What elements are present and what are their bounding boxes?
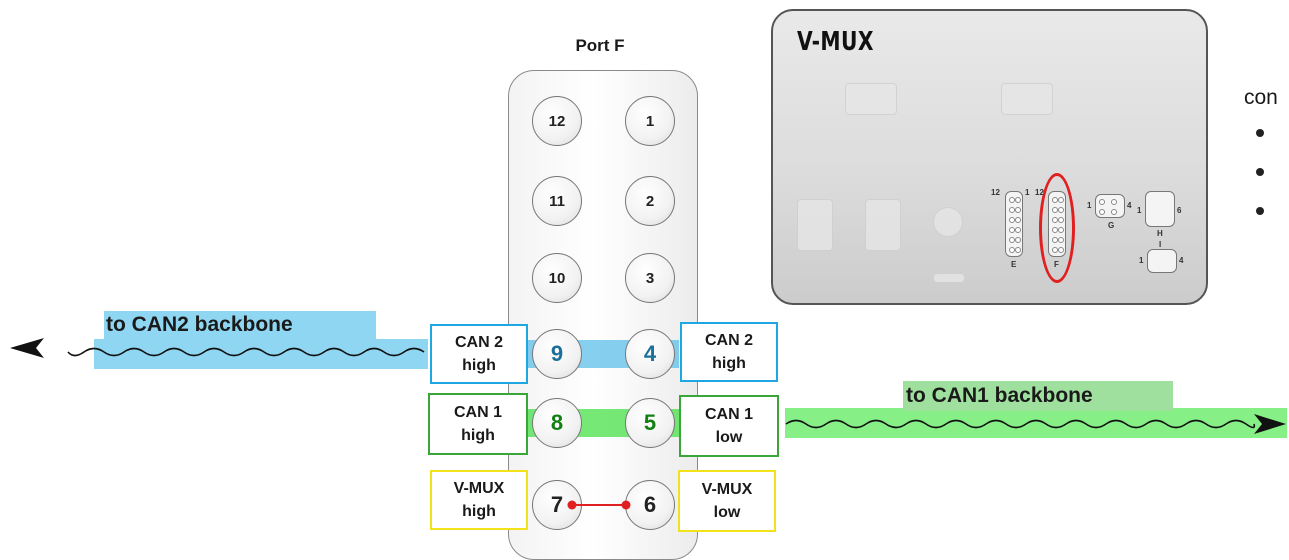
can1-arrowhead bbox=[1254, 414, 1286, 434]
pin-10: 10 bbox=[532, 253, 582, 303]
port-e-label: E bbox=[1011, 260, 1017, 269]
module-pin-dot bbox=[1111, 209, 1117, 215]
faded-connector bbox=[1001, 83, 1053, 115]
pin-12: 12 bbox=[532, 96, 582, 146]
faded-connector bbox=[845, 83, 897, 115]
module-pin-dot bbox=[1015, 197, 1021, 203]
port-g-label: G bbox=[1108, 221, 1115, 230]
pin-11: 11 bbox=[532, 176, 582, 226]
signal-level: high bbox=[712, 355, 746, 372]
port-i-pin1-label: 1 bbox=[1139, 256, 1144, 265]
signal-level: low bbox=[713, 504, 741, 521]
module-pin-dot bbox=[1009, 217, 1015, 223]
module-pin-dot bbox=[1009, 247, 1015, 253]
module-pin-dot bbox=[1058, 227, 1064, 233]
module-pin-dot bbox=[1058, 247, 1064, 253]
module-pin-dot bbox=[1099, 209, 1105, 215]
vmux-title: V-MUX bbox=[797, 27, 874, 57]
port-e-pin12-label: 12 bbox=[991, 188, 1000, 197]
can1-wire bbox=[785, 419, 1256, 429]
module-pin-dot bbox=[1058, 237, 1064, 243]
signal-level: high bbox=[461, 427, 495, 444]
module-pin-dot bbox=[1052, 227, 1058, 233]
can1-label-highlight bbox=[903, 381, 1173, 411]
faded-connector bbox=[797, 199, 833, 251]
jumper-dot-6 bbox=[621, 500, 631, 510]
signal-name: CAN 2 bbox=[454, 333, 503, 351]
jumper-dot-7 bbox=[567, 500, 577, 510]
faded-connector bbox=[865, 199, 901, 251]
signal-level: high bbox=[462, 503, 496, 520]
module-pin-dot bbox=[1015, 217, 1021, 223]
module-pin-dot bbox=[1009, 237, 1015, 243]
wiring-overlay bbox=[10, 338, 1286, 510]
can1-backbone-label: to CAN1 backbone bbox=[906, 384, 1093, 407]
signal-name: V-MUX bbox=[453, 479, 505, 497]
faded-strip bbox=[933, 273, 965, 283]
vmux-module-image: V-MUX 12 1 E 12 F 1 4 G 1 6 H I 1 4 bbox=[771, 9, 1208, 305]
module-pin-dot bbox=[1015, 207, 1021, 213]
port-e-pin1-label: 1 bbox=[1025, 188, 1030, 197]
module-port-i bbox=[1147, 249, 1177, 273]
signal-box-pin8: CAN 1 high bbox=[428, 393, 528, 455]
pin-2: 2 bbox=[625, 176, 675, 226]
port-g-pin4-label: 4 bbox=[1127, 201, 1132, 210]
pin-6: 6 bbox=[625, 480, 675, 530]
module-pin-dot bbox=[1052, 207, 1058, 213]
module-pin-dot bbox=[1009, 197, 1015, 203]
port-g-pin1-label: 1 bbox=[1087, 201, 1092, 210]
module-pin-dot bbox=[1009, 207, 1015, 213]
port-title: Port F bbox=[575, 36, 625, 55]
module-pin-dot bbox=[1052, 237, 1058, 243]
pin-5: 5 bbox=[625, 398, 675, 448]
module-pin-dot bbox=[1009, 227, 1015, 233]
port-h-label: H bbox=[1157, 229, 1163, 238]
port-i-pin4-label: 4 bbox=[1179, 256, 1184, 265]
module-pin-dot bbox=[1052, 197, 1058, 203]
port-i-label: I bbox=[1159, 240, 1162, 249]
pin-8: 8 bbox=[532, 398, 582, 448]
module-pin-dot bbox=[1052, 217, 1058, 223]
bullet-point bbox=[1256, 207, 1264, 215]
module-pin-dot bbox=[1052, 247, 1058, 253]
signal-level: high bbox=[462, 357, 496, 374]
signal-name: CAN 1 bbox=[704, 405, 753, 423]
module-pin-dot bbox=[1058, 207, 1064, 213]
faded-usb-port bbox=[933, 207, 963, 237]
port-f-connector bbox=[508, 70, 698, 560]
pin-1: 1 bbox=[625, 96, 675, 146]
port-h-pin1-label: 1 bbox=[1137, 206, 1142, 215]
pin-9: 9 bbox=[532, 329, 582, 379]
can2-backbone-label: to CAN2 backbone bbox=[106, 313, 293, 336]
module-pin-dot bbox=[1015, 247, 1021, 253]
signal-level: low bbox=[715, 429, 743, 446]
module-pin-dot bbox=[1058, 217, 1064, 223]
port-f-highlight-ring bbox=[1039, 173, 1075, 283]
signal-name: CAN 1 bbox=[453, 403, 502, 421]
module-pin-dot bbox=[1099, 199, 1105, 205]
port-h-pin6-label: 6 bbox=[1177, 206, 1182, 215]
port-f-pin12-label: 12 bbox=[1035, 188, 1044, 197]
pin-4: 4 bbox=[625, 329, 675, 379]
pin-3: 3 bbox=[625, 253, 675, 303]
module-pin-dot bbox=[1015, 227, 1021, 233]
signal-box-pin7: V-MUX high bbox=[430, 470, 528, 530]
bullet-point bbox=[1256, 129, 1264, 137]
can2-arrowhead bbox=[10, 338, 44, 358]
can2-wire bbox=[67, 347, 425, 357]
signal-box-pin9: CAN 2 high bbox=[430, 324, 528, 384]
module-port-h bbox=[1145, 191, 1175, 227]
signal-name: CAN 2 bbox=[704, 331, 753, 349]
signal-box-pin6: V-MUX low bbox=[678, 470, 776, 532]
module-pin-dot bbox=[1058, 197, 1064, 203]
side-text: con bbox=[1244, 86, 1278, 109]
module-pin-dot bbox=[1015, 237, 1021, 243]
signal-box-pin4: CAN 2 high bbox=[680, 322, 778, 382]
signal-box-pin5: CAN 1 low bbox=[679, 395, 779, 457]
bullet-point bbox=[1256, 168, 1264, 176]
module-pin-dot bbox=[1111, 199, 1117, 205]
can2-label-highlight bbox=[104, 311, 376, 341]
signal-name: V-MUX bbox=[701, 480, 753, 498]
